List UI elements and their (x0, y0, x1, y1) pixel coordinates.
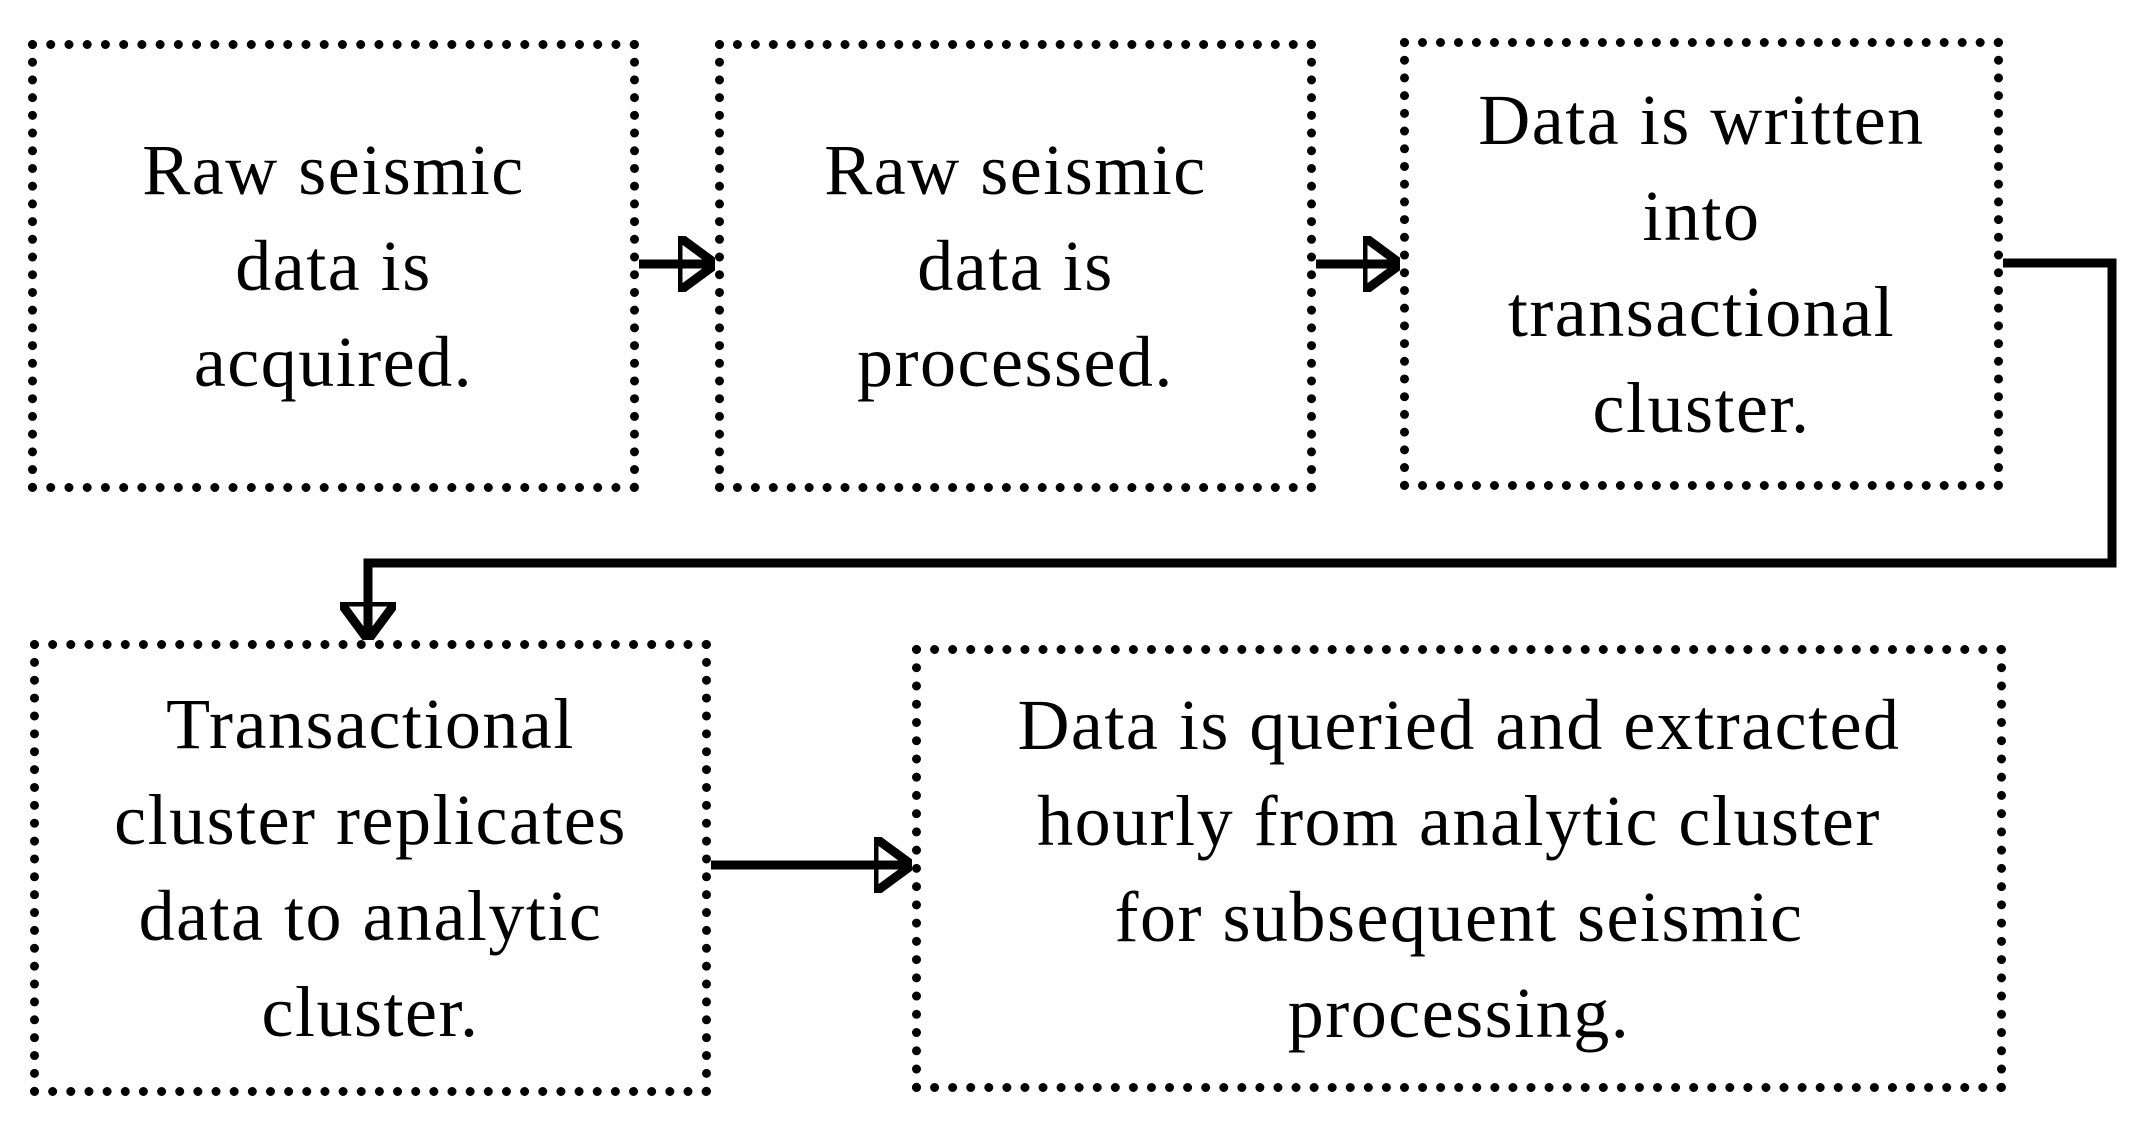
elbow-arrow-step3-to-step4-icon (368, 258, 2117, 638)
